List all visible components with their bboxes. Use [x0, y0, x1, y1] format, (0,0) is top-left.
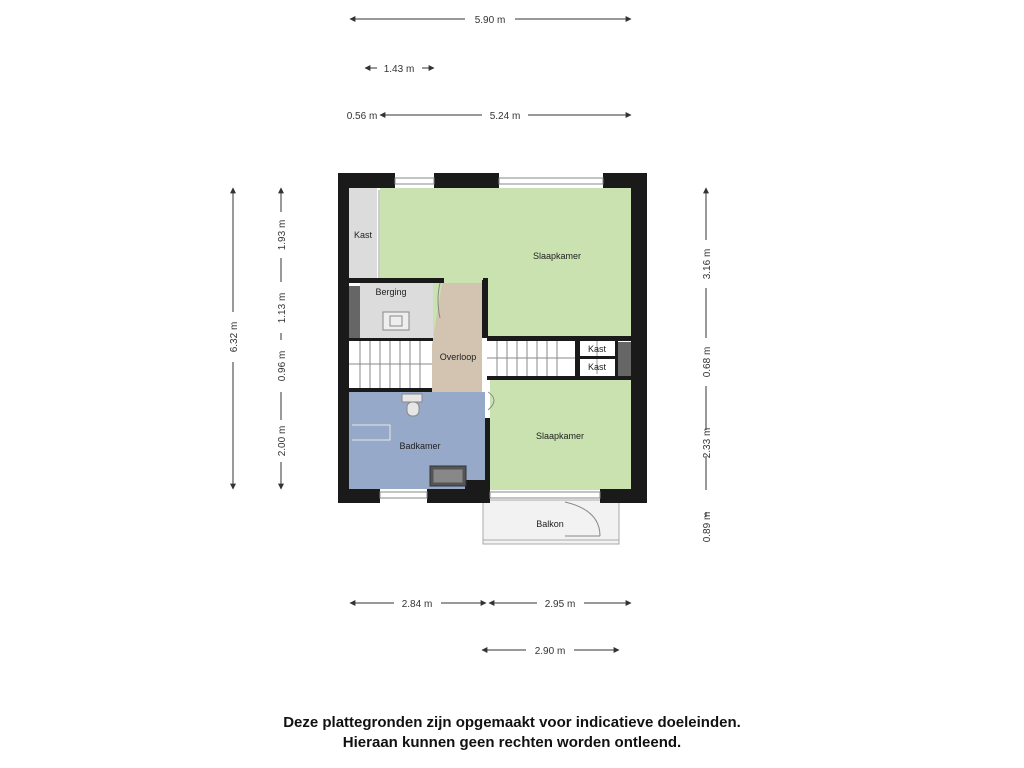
- windows: [379, 177, 604, 499]
- dim-top-total: 5.90 m: [475, 15, 506, 26]
- walls: [338, 173, 647, 503]
- dim-left-a: 1.93 m: [277, 220, 288, 251]
- disclaimer-line-1: Deze plattegronden zijn opgemaakt voor i…: [283, 714, 741, 731]
- label-overloop: Overloop: [440, 352, 477, 362]
- dim-right-b: 0.68 m: [702, 347, 713, 378]
- dimension-lines: [230, 16, 709, 653]
- slaapkamer-top-lower: [486, 280, 631, 336]
- fixtures: [349, 190, 619, 541]
- room-fills: [349, 188, 631, 545]
- dim-right-a: 3.16 m: [702, 249, 713, 280]
- dim-left-d: 2.00 m: [277, 426, 288, 457]
- label-slaapkamer-top: Slaapkamer: [533, 251, 581, 261]
- label-kast-1: Kast: [588, 344, 607, 354]
- label-kast-2: Kast: [588, 362, 607, 372]
- dim-left-total: 6.32 m: [229, 322, 240, 353]
- dim-left-c: 0.96 m: [277, 351, 288, 382]
- dim-right-c: 2.33 m: [702, 428, 713, 459]
- slaapkamer-bottom-area: [490, 380, 631, 490]
- label-berging: Berging: [375, 287, 406, 297]
- disclaimer: Deze plattegronden zijn opgemaakt voor i…: [0, 713, 1024, 753]
- label-kast-left: Kast: [354, 230, 373, 240]
- dim-top-right: 5.24 m: [490, 111, 521, 122]
- overloop-area: [432, 283, 482, 420]
- dim-top-small: 1.43 m: [384, 64, 415, 75]
- label-balkon: Balkon: [536, 519, 564, 529]
- dim-top-left: 0.56 m: [347, 111, 378, 122]
- dim-right-d: 0.89 m: [702, 512, 713, 543]
- dim-bottom-left: 2.84 m: [402, 599, 433, 610]
- disclaimer-line-2: Hieraan kunnen geen rechten worden ontle…: [342, 734, 682, 751]
- label-badkamer: Badkamer: [399, 441, 440, 451]
- dim-bottom-right: 2.95 m: [545, 599, 576, 610]
- dim-bottom-balcony: 2.90 m: [535, 646, 566, 657]
- wall-accent-left: [349, 286, 360, 338]
- dim-left-b: 1.13 m: [277, 293, 288, 324]
- kast-left-area: [349, 188, 377, 278]
- label-slaapkamer-bottom: Slaapkamer: [536, 431, 584, 441]
- wall-accent-right: [618, 342, 631, 376]
